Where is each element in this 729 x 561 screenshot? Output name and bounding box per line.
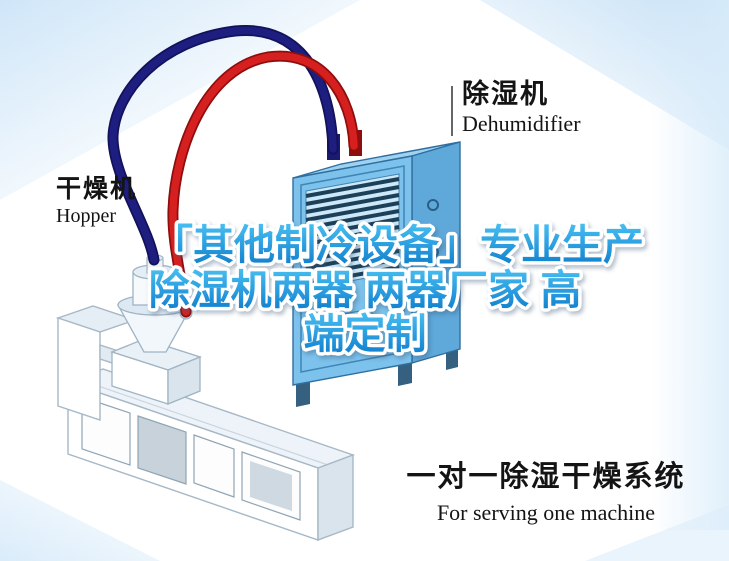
headline-line-2: 除湿机两器 两器厂家 高	[149, 267, 582, 313]
hopper-label-zh: 干燥机	[56, 175, 138, 203]
machine-side-face	[317, 453, 354, 542]
dehumidifier-callout: 除湿机 Dehumidifier	[462, 79, 581, 137]
caption-en: For serving one machine	[436, 500, 656, 525]
dehumidifier-label-en: Dehumidifier	[462, 111, 581, 137]
dehumidifier-grille	[305, 177, 400, 286]
caption-zh: 一对一除湿干燥系统	[406, 461, 686, 493]
hopper-base-side	[167, 356, 201, 405]
dehumidifier-unit	[292, 130, 461, 407]
machine-top-seam	[77, 378, 329, 466]
dehumidifier-grille-plate	[305, 173, 400, 290]
injection-molding-machine	[55, 305, 356, 542]
headline-line-3: 端定制	[304, 311, 427, 357]
machine-tower-front	[57, 317, 101, 421]
dehumidifier-label-zh: 除湿机	[462, 79, 549, 109]
hopper-callout: 干燥机 Hopper	[56, 176, 137, 227]
dehumidifier-front-frame	[300, 165, 405, 373]
headline-line-1: 「其他制冷设备」专业生产	[152, 222, 644, 268]
dehumidifier-side-bolts	[427, 199, 439, 305]
bottom-caption: 一对一除湿干燥系统 For serving one machine	[400, 453, 692, 526]
hopper-label-en: Hopper	[56, 205, 116, 228]
dehumidifier-nameplate	[319, 308, 373, 337]
headline-text: 「其他制冷设备」专业生产 除湿机两器 两器厂家 高 端定制	[145, 219, 647, 361]
pipe-red	[169, 52, 358, 316]
